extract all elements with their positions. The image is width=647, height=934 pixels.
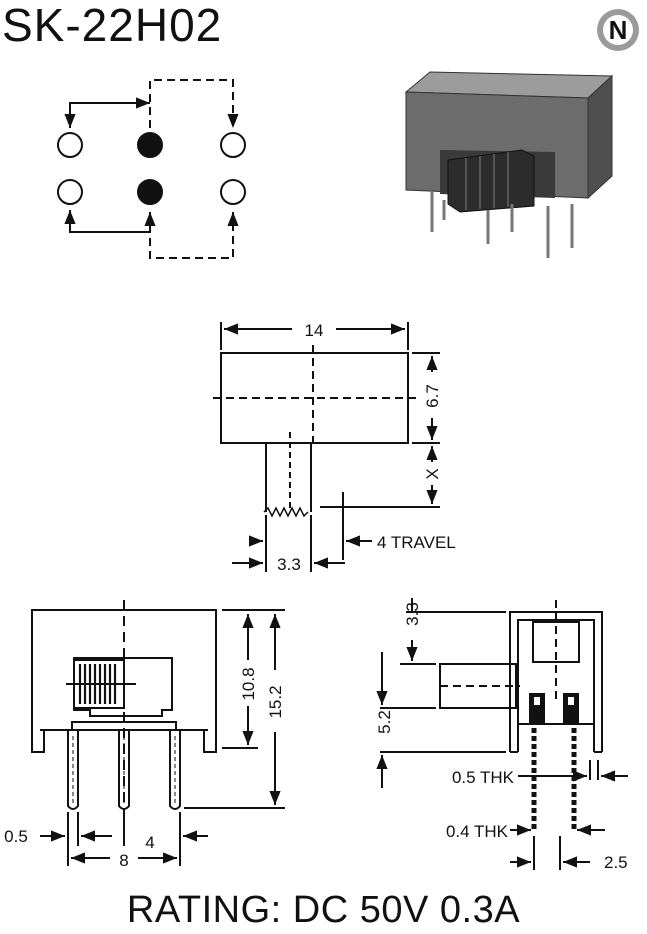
pin-spacing-label: 2.5 xyxy=(604,853,628,872)
inner-height-label: 10.8 xyxy=(239,667,258,700)
side-view xyxy=(376,598,628,870)
side-top-label: 3.3 xyxy=(403,602,422,626)
pin-pitch-label: 4 xyxy=(145,833,154,852)
contact-common-2 xyxy=(137,179,163,205)
logo-letter: N xyxy=(609,15,628,45)
travel-x-label: X xyxy=(423,468,442,479)
actuator-width-label: 3.3 xyxy=(277,555,301,574)
model-title: SK-22H02 xyxy=(2,0,223,51)
contact-open-4 xyxy=(220,179,246,205)
contact-open-2 xyxy=(220,132,246,158)
top-view xyxy=(213,322,440,572)
contact-common-1 xyxy=(137,132,163,158)
pin-width-label: 0.5 xyxy=(4,827,28,846)
contact-open-1 xyxy=(57,132,83,158)
n-circle-logo-icon: N xyxy=(597,9,639,51)
thickness-bottom-label: 0.4 THK xyxy=(446,822,509,841)
outer-height-label: 15.2 xyxy=(266,685,285,718)
schematic-diagram xyxy=(57,79,246,259)
thickness-top-label: 0.5 THK xyxy=(452,768,515,787)
rating-text: RATING: DC 50V 0.3A xyxy=(126,889,521,931)
travel-label: 4 TRAVEL xyxy=(377,533,456,552)
front-view xyxy=(31,600,285,866)
contact-open-3 xyxy=(57,179,83,205)
top-height-label: 6.7 xyxy=(423,384,442,408)
side-actuator-label: 5.2 xyxy=(375,710,394,734)
top-width-label: 14 xyxy=(305,321,324,340)
switch-illustration xyxy=(404,71,614,258)
pin-span-label: 8 xyxy=(119,851,128,870)
